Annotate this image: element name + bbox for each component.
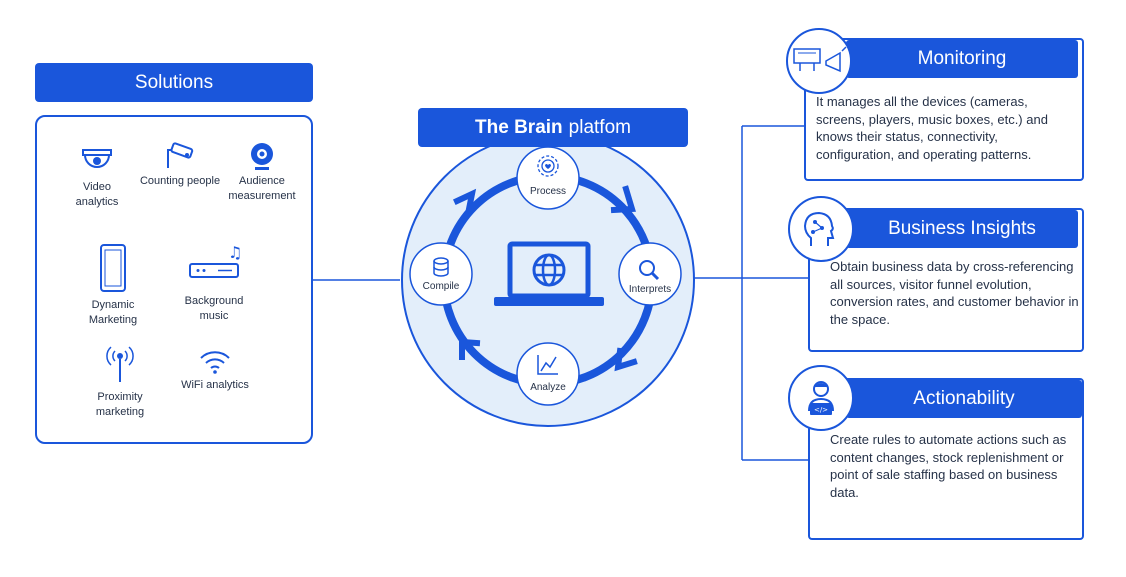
node-process (516, 146, 580, 210)
solution-counting-people: Counting people (130, 140, 230, 189)
node-interprets-label: Interprets (628, 284, 672, 295)
monitoring-card: Monitoring It manages all the devices (c… (804, 38, 1084, 181)
developer-laptop-icon: </> (788, 365, 854, 431)
solution-label: Audience measurement (228, 175, 296, 202)
platform-header: The Brain platfom (418, 108, 688, 147)
solutions-header: Solutions (35, 63, 313, 102)
svg-text:</>: </> (814, 406, 828, 414)
webcam-icon (251, 143, 273, 170)
cycle-arrows (453, 185, 638, 372)
laptop-globe-icon (494, 241, 604, 306)
solution-audience-measurement: Audience measurement (222, 140, 302, 204)
arrow-top-left (453, 188, 477, 213)
svg-text:♫: ♫ (228, 244, 242, 262)
actionability-title: Actionability (846, 380, 1082, 418)
actionability-card: Actionability Create rules to automate a… (808, 378, 1084, 540)
arrow-bottom-left (459, 338, 481, 360)
line-chart-icon (537, 355, 558, 375)
arrow-bottom-right (614, 347, 638, 372)
monitoring-title: Monitoring (846, 40, 1078, 78)
insights-title: Business Insights (846, 210, 1078, 248)
mobile-screen-icon (100, 244, 126, 292)
node-analyze-label: Analyze (530, 382, 566, 393)
node-process-label: Process (529, 186, 567, 197)
insights-card: Business Insights Obtain business data b… (808, 208, 1084, 352)
solution-video-analytics: Video analytics (62, 146, 132, 210)
solution-dynamic-marketing: Dynamic Marketing (78, 242, 148, 328)
solution-label: Dynamic Marketing (88, 299, 138, 326)
solution-label: Counting people (139, 175, 221, 187)
solution-wifi-analytics: WiFi analytics (170, 346, 260, 393)
actionability-body: Create rules to automate actions such as… (830, 432, 1067, 500)
billboard-megaphone-icon (786, 28, 852, 94)
solution-label: Proximity marketing (95, 391, 145, 418)
head-circuit-icon (788, 196, 854, 262)
node-compile (409, 242, 473, 306)
solution-label: Background music (184, 295, 244, 322)
insights-body: Obtain business data by cross-referencin… (830, 259, 1079, 327)
antenna-icon (106, 346, 134, 382)
dome-camera-icon (82, 149, 112, 168)
arrow-top-right (610, 185, 636, 214)
platform-title-rest: platfom (568, 116, 631, 138)
solution-label: Video analytics (75, 181, 119, 208)
music-box-icon: ♫ (189, 244, 242, 278)
gear-heart-icon (537, 155, 559, 177)
wifi-icon (200, 351, 230, 374)
node-compile-label: Compile (422, 281, 460, 292)
database-icon (433, 257, 449, 277)
platform-title-bold: The Brain (475, 116, 563, 138)
solution-proximity-marketing: Proximity marketing (85, 344, 155, 420)
monitoring-body: It manages all the devices (cameras, scr… (816, 94, 1048, 162)
solution-background-music: ♫ Background music (174, 244, 254, 324)
security-camera-icon (167, 142, 194, 168)
solution-label: WiFi analytics (181, 379, 249, 391)
magnifier-icon (639, 260, 660, 281)
